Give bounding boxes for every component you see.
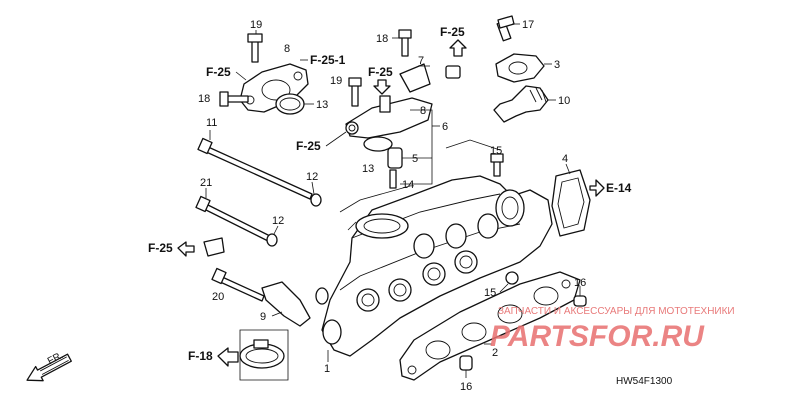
stud-bolt-11 [197, 137, 313, 200]
label-part-12-upper: 12 [306, 171, 318, 183]
label-part-13-upper: 13 [316, 99, 328, 111]
intake-manifold [315, 175, 553, 357]
bolt-19-upper [251, 39, 259, 63]
collar-5 [387, 147, 403, 169]
ref-label-f25-left: F-25 [148, 241, 173, 255]
hose-clamp [239, 339, 285, 369]
label-part-21: 21 [200, 177, 212, 189]
label-part-16-right: 16 [574, 277, 586, 289]
bolt-19-centre [351, 83, 359, 107]
label-part-6: 6 [442, 121, 448, 133]
watermark-logo: PARTSFOR.RU [490, 320, 705, 353]
label-part-19-upper: 19 [250, 19, 262, 31]
label-part-8-centre: 8 [420, 105, 426, 117]
ref-label-f25-mid: F-25 [368, 65, 393, 79]
throttle-gasket [551, 169, 591, 237]
label-part-7: 7 [418, 55, 424, 67]
label-part-16-bottom: 16 [460, 381, 472, 393]
label-part-15-upper: 15 [490, 145, 502, 157]
stud-bolt-21 [195, 195, 271, 242]
ref-e14: E-14 [589, 179, 632, 197]
clip-top [445, 65, 461, 79]
label-part-19-centre: 19 [330, 75, 342, 87]
label-part-10: 10 [558, 95, 570, 107]
washer-12-lower [266, 233, 278, 247]
label-part-1: 1 [324, 363, 330, 375]
label-part-4: 4 [562, 153, 568, 165]
o-ring-centre [363, 136, 393, 152]
ref-f18: F-18 [188, 347, 239, 367]
label-part-14: 14 [402, 179, 414, 191]
label-part-12-lower: 12 [272, 215, 284, 227]
label-part-18-left: 18 [198, 93, 210, 105]
front-direction-arrow [26, 353, 72, 382]
bolt-14 [389, 169, 397, 189]
ref-label-f25-left-top: F-25 [206, 65, 231, 79]
label-part-20: 20 [212, 291, 224, 303]
ref-label-f25-top: F-25 [440, 25, 465, 39]
label-part-8-upper: 8 [284, 43, 290, 55]
diagram-code: HW54F1300 [616, 376, 673, 387]
bracket-9 [261, 281, 311, 327]
dowel-16-bottom [459, 355, 473, 371]
label-part-5: 5 [412, 153, 418, 165]
bracket-7 [399, 63, 431, 93]
ref-f25-mid: F-25 [368, 65, 393, 95]
label-part-11: 11 [206, 117, 217, 129]
ref-label-f18: F-18 [188, 349, 213, 363]
label-part-9: 9 [260, 311, 266, 323]
label-part-15-lower: 15 [484, 287, 496, 299]
ref-f25-top: F-25 [440, 25, 467, 57]
washer-12-upper [310, 193, 322, 207]
bolt-18-centre [401, 35, 409, 57]
label-part-18-centre: 18 [376, 33, 388, 45]
label-part-17: 17 [522, 19, 534, 31]
label-part-2: 2 [492, 347, 498, 359]
bolt-18-left [225, 95, 249, 103]
label-part-3: 3 [554, 59, 560, 71]
ref-f25-left: F-25 [148, 241, 195, 257]
ref-label-f25-1: F-25-1 [310, 53, 346, 67]
ref-label-e14: E-14 [606, 181, 632, 195]
bolt-20 [211, 267, 265, 302]
vacuum-hose [493, 85, 549, 123]
label-part-13-centre: 13 [362, 163, 374, 175]
clip-left [203, 237, 225, 257]
nut-15-lower [505, 271, 519, 285]
flange-plate [495, 15, 545, 83]
watermark-tagline: ЗАПЧАСТИ И АКСЕССУАРЫ ДЛЯ МОТОТЕХНИКИ [498, 306, 735, 317]
ref-label-f25-midleft: F-25 [296, 139, 321, 153]
dowel-16-right [573, 295, 587, 307]
injector-holder [345, 95, 433, 139]
